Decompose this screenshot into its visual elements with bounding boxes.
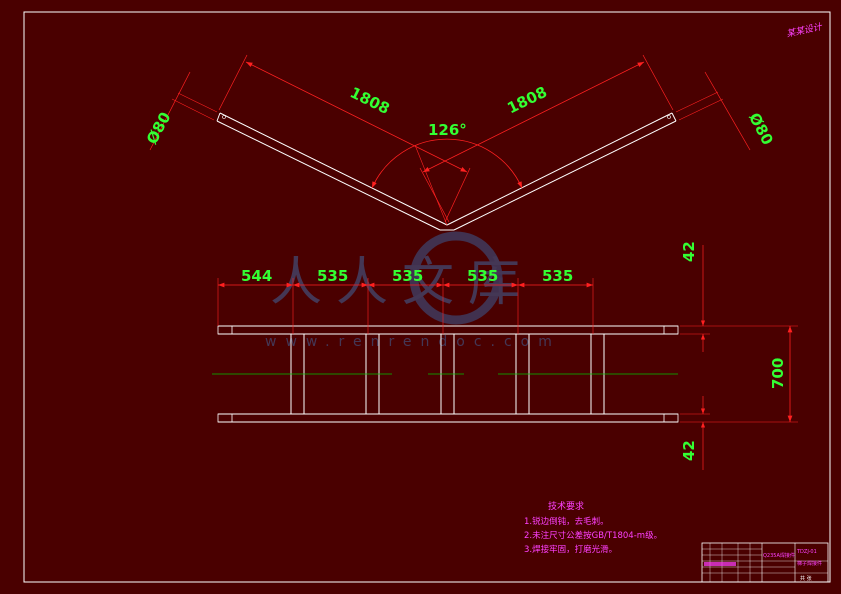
ext-line [171, 98, 215, 121]
top-view: 1808 1808 126° Ø80 Ø80 [143, 54, 777, 231]
sheet-label: 共 张 [800, 575, 812, 582]
ext-line [444, 167, 471, 223]
dim-top-offset: 42 [680, 241, 698, 262]
angle-arc [371, 138, 523, 189]
dim-spacing-4: 535 [467, 267, 498, 285]
dim-width-left: Ø80 [143, 109, 175, 147]
watermark-logo [409, 231, 503, 325]
dim-line-width-left [149, 71, 191, 151]
right-arm-edge [446, 112, 673, 226]
dim-width-right: Ø80 [745, 110, 777, 148]
ext-line [177, 92, 218, 113]
ext-line [419, 167, 450, 223]
dim-line-length-left [245, 61, 468, 173]
left-arm-inner [229, 117, 448, 226]
dim-length-left: 1808 [347, 83, 392, 117]
title-block: Q235A焊接件 梯子焊接件 TDZJ-01 共 张 [701, 542, 829, 583]
dim-spacing-1: 544 [241, 267, 272, 285]
dim-spacing-3: 535 [392, 267, 423, 285]
watermark-url: www.renrendoc.com [265, 334, 561, 350]
rail-end [663, 325, 679, 335]
right-arm-end [671, 112, 677, 122]
left-arm-edge [216, 120, 441, 231]
rail-end [663, 413, 679, 423]
dim-spacing-2: 535 [317, 267, 348, 285]
ext-line [218, 54, 248, 111]
ext-line [642, 54, 674, 111]
title-block-highlight [704, 562, 736, 566]
drawing-name-label: 梯子焊接件 [797, 560, 822, 567]
drawing-no-label: TDZJ-01 [796, 549, 817, 555]
dim-line-width-right [704, 71, 751, 151]
right-hole [667, 115, 671, 119]
tech-line: 3.焊接牢固，打磨光滑。 [524, 544, 617, 555]
left-hole [222, 115, 226, 119]
tech-title: 技术要求 [548, 500, 584, 512]
drawing-frame [23, 11, 831, 583]
title-block-frame [701, 542, 829, 583]
tech-line: 1.锐边倒钝，去毛刺。 [524, 516, 609, 527]
bottom-view: 544 535 535 535 535 42 700 42 [212, 241, 798, 470]
right-arm-edge [453, 120, 677, 231]
ext-line [675, 91, 719, 113]
dim-angle: 126° [428, 121, 467, 139]
dim-height: 700 [769, 358, 787, 389]
rail-end [217, 413, 233, 423]
dim-spacing-5: 535 [542, 267, 573, 285]
ext-line [678, 98, 724, 121]
left-arm-end [216, 112, 221, 122]
rail-end [217, 325, 233, 335]
dim-bottom-offset: 42 [680, 440, 698, 461]
watermark: 人人文库 www.renrendoc.com [265, 231, 561, 350]
tech-line: 2.未注尺寸公差按GB/T1804-m级。 [524, 530, 662, 541]
leader-line [414, 144, 448, 226]
material-label: Q235A焊接件 [763, 552, 795, 559]
dim-line-length-right [422, 61, 645, 173]
tech-requirements: 技术要求 1.锐边倒钝，去毛刺。 2.未注尺寸公差按GB/T1804-m级。 3… [524, 500, 662, 555]
corner-note: 某某设计 [785, 21, 823, 39]
